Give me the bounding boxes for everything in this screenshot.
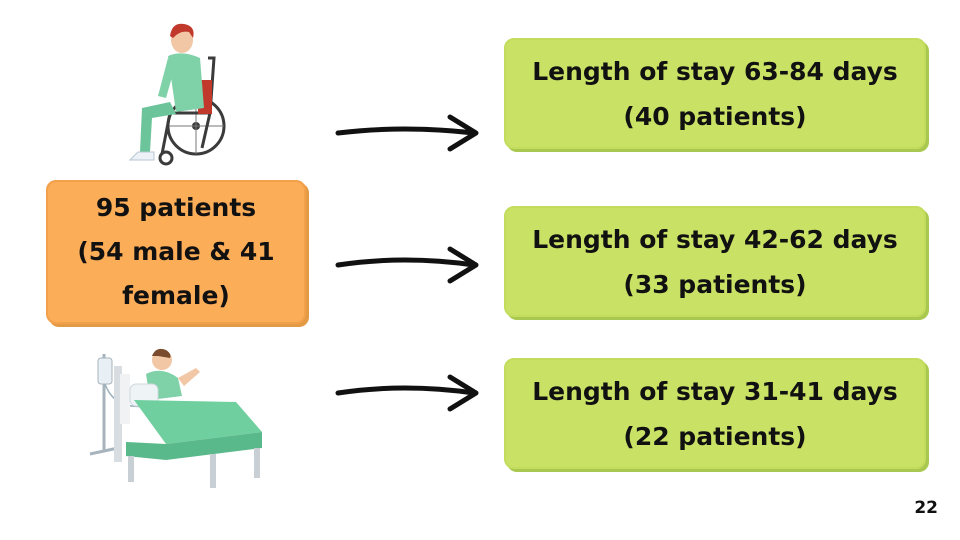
stay-group-range: Length of stay 31-41 days [532,376,898,406]
total-patients-line3: female) [122,281,230,310]
total-patients-box: 95 patients (54 male & 41 female) [46,180,306,324]
arrow-icon [335,246,479,284]
hospital-bed-patient-icon [89,348,262,488]
stay-group-box: Length of stay 63-84 days (40 patients) [504,38,926,149]
stay-group-count: (22 patients) [623,421,807,451]
stay-group-count: (40 patients) [623,101,807,131]
stay-group-box: Length of stay 31-41 days (22 patients) [504,358,926,469]
wheelchair-patient-icon [128,23,226,166]
stay-group-count: (33 patients) [623,269,807,299]
stay-group-range: Length of stay 42-62 days [532,224,898,254]
total-patients-line1: 95 patients [95,193,257,222]
page-number: 22 [914,498,938,518]
arrow-icon [335,114,479,152]
arrow-icon [335,374,479,412]
stay-group-box: Length of stay 42-62 days (33 patients) [504,206,926,317]
total-patients-line2: (54 male & 41 [77,237,275,266]
stay-group-range: Length of stay 63-84 days [532,56,898,86]
